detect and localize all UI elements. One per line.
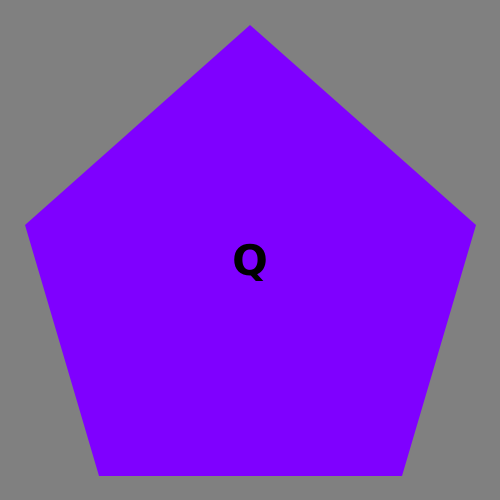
shape-label: Q: [232, 236, 268, 285]
pentagon-shape: [25, 25, 476, 476]
